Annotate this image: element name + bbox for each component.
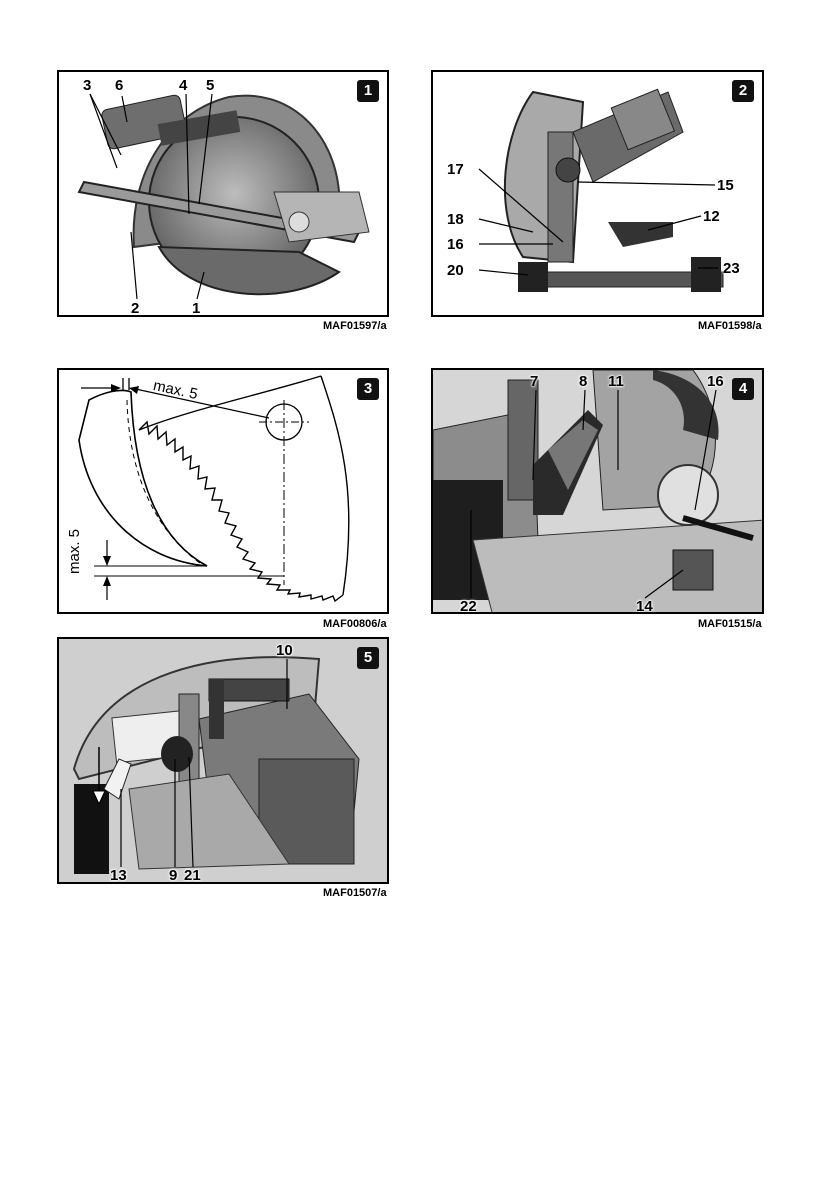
figure-4-label-11: 11 [608,374,624,389]
figure-5-label-10: 10 [276,643,293,658]
figure-2-code: MAF01598/a [698,320,762,332]
figure-1-label-6: 6 [115,78,123,93]
figure-4-label-8: 8 [579,374,587,389]
figure-5-label-9: 9 [169,868,177,883]
figure-1-label-4: 4 [179,78,187,93]
figure-1-label-2: 2 [131,301,139,316]
figure-4-label-16: 16 [707,374,724,389]
figure-2-label-16: 16 [447,237,464,252]
figure-5-illustration [59,639,389,884]
figure-4-code: MAF01515/a [698,618,762,630]
figure-1-label-5: 5 [206,78,214,93]
figure-1-illustration [59,72,389,317]
figure-5-code: MAF01507/a [323,887,387,899]
figure-2-label-23: 23 [723,261,740,276]
figure-5-number: 5 [357,647,379,669]
figure-5-label-21: 21 [184,868,201,883]
figure-3-label-max-side: max. 5 [67,529,82,574]
figure-1-label-3: 3 [83,78,91,93]
figure-1-label-1: 1 [192,301,200,316]
figure-3-code: MAF00806/a [323,618,387,630]
figure-2-label-18: 18 [447,212,464,227]
figure-4-label-14: 14 [636,599,653,614]
figure-2-panel: 2 17 15 18 12 16 20 23 [431,70,764,317]
figure-5-label-13: 13 [110,868,127,883]
figure-2-label-17: 17 [447,162,464,177]
figure-2-label-12: 12 [703,209,720,224]
figure-3-number: 3 [357,378,379,400]
figure-4-panel: 4 7 8 11 16 22 14 [431,368,764,614]
figure-1-panel: 1 3 6 4 5 2 1 [57,70,389,317]
figure-4-illustration [433,370,764,614]
figure-1-number: 1 [357,80,379,102]
figure-5-panel: 5 10 13 9 21 [57,637,389,884]
figure-4-label-7: 7 [530,374,538,389]
figure-2-label-15: 15 [717,178,734,193]
figure-2-illustration [433,72,764,317]
figure-4-number: 4 [732,378,754,400]
figure-3-drawing [59,370,389,614]
figure-3-panel: 3 max. 5 max. 5 [57,368,389,614]
figure-2-label-20: 20 [447,263,464,278]
figure-2-number: 2 [732,80,754,102]
figure-1-code: MAF01597/a [323,320,387,332]
figure-4-label-22: 22 [460,599,477,614]
